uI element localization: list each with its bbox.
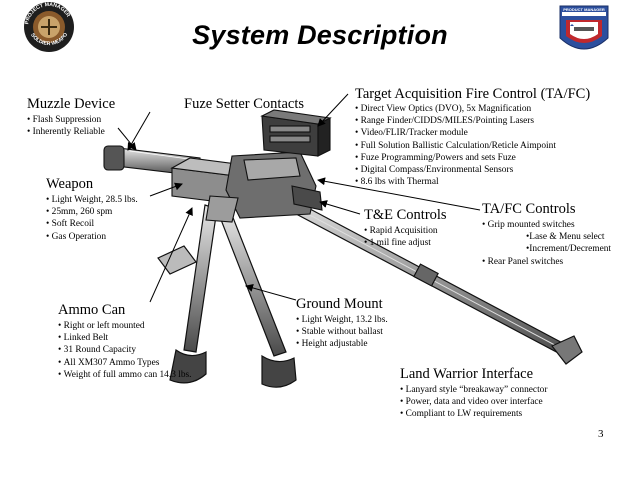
list-subitem: Lase & Menu select [482, 231, 611, 243]
list-item: Fuze Programming/Powers and sets Fuze [355, 152, 590, 164]
list-item: Grip mounted switches [482, 219, 611, 231]
ground-mount-heading: Ground Mount [296, 296, 383, 312]
list-item: Height adjustable [296, 338, 388, 350]
ammo-can-callout: Ammo Can Right or left mounted Linked Be… [58, 302, 192, 381]
tafc-callout: Target Acquisition Fire Control (TA/FC) … [355, 86, 590, 188]
weapon-list: Light Weight, 28.5 lbs. 25mm, 260 spm So… [46, 194, 138, 243]
muzzle-device-heading: Muzzle Device [27, 96, 116, 112]
list-item: Light Weight, 13.2 lbs. [296, 314, 388, 326]
land-warrior-list: Lanyard style “breakaway” connector Powe… [400, 384, 548, 421]
crew-served-weapons-logo: PRODUCT MANAGER [559, 5, 609, 50]
svg-text:PRODUCT MANAGER: PRODUCT MANAGER [563, 7, 605, 12]
te-controls-heading: T&E Controls [364, 207, 447, 223]
arrow-fuze-setter [127, 111, 151, 151]
list-item: Direct View Optics (DVO), 5x Magnificati… [355, 103, 590, 115]
arrow-tafc [317, 93, 349, 127]
tafc-controls-heading: TA/FC Controls [482, 201, 576, 217]
land-warrior-callout: Land Warrior Interface Lanyard style “br… [400, 366, 548, 421]
fuze-setter-heading: Fuze Setter Contacts [184, 96, 305, 112]
muzzle-device-list: Flash Suppression Inherently Reliable [27, 114, 115, 138]
list-item: Range Finder/CIDDS/MILES/Pointing Lasers [355, 115, 590, 127]
page-number: 3 [598, 428, 604, 440]
page-title: System Description [192, 20, 448, 50]
arrow-te-controls [319, 200, 361, 215]
muzzle-device-callout: Muzzle Device Flash Suppression Inherent… [27, 96, 115, 138]
list-item: Rapid Acquisition [364, 225, 447, 237]
arrow-weapon [149, 182, 183, 197]
list-item: Right or left mounted [58, 320, 192, 332]
ammo-can-heading: Ammo Can [58, 302, 126, 318]
list-item: Full Solution Ballistic Calculation/Reti… [355, 140, 590, 152]
list-item: Weight of full ammo can 14.3 lbs. [58, 369, 192, 381]
tafc-controls-callout: TA/FC Controls Grip mounted switches Las… [482, 201, 611, 268]
land-warrior-heading: Land Warrior Interface [400, 366, 534, 382]
list-item: Flash Suppression [27, 114, 115, 126]
ammo-can-list: Right or left mounted Linked Belt 31 Rou… [58, 320, 192, 381]
tafc-controls-list: Grip mounted switches Lase & Menu select… [482, 219, 611, 268]
list-subitem: Increment/Decrement [482, 243, 611, 255]
arrow-tafc-controls [317, 177, 481, 211]
list-item: Soft Recoil [46, 218, 138, 230]
leader-arrows [117, 93, 481, 303]
list-item: Lanyard style “breakaway” connector [400, 384, 548, 396]
ground-mount-callout: Ground Mount Light Weight, 13.2 lbs. Sta… [296, 296, 388, 351]
list-item: Inherently Reliable [27, 126, 115, 138]
te-controls-list: Rapid Acquisition 1 mil fine adjust [364, 225, 447, 249]
list-item: 31 Round Capacity [58, 344, 192, 356]
tafc-list: Direct View Optics (DVO), 5x Magnificati… [355, 103, 590, 188]
arrow-ammo-can [149, 207, 193, 303]
list-item: Power, data and video over interface [400, 396, 548, 408]
list-item: Compliant to LW requirements [400, 408, 548, 420]
list-item: Light Weight, 28.5 lbs. [46, 194, 138, 206]
ground-mount-list: Light Weight, 13.2 lbs. Stable without b… [296, 314, 388, 351]
list-item: Digital Compass/Environmental Sensors [355, 164, 590, 176]
list-item: 25mm, 260 spm [46, 206, 138, 218]
arrow-ground-mount [245, 284, 297, 301]
weapon-heading: Weapon [46, 176, 94, 192]
list-item: Gas Operation [46, 231, 138, 243]
weapon-body [103, 109, 332, 223]
tafc-heading: Target Acquisition Fire Control (TA/FC) [355, 86, 591, 102]
list-item: 8.6 lbs with Thermal [355, 176, 590, 188]
list-item: Rear Panel switches [482, 256, 611, 268]
te-controls-callout: T&E Controls Rapid Acquisition 1 mil fin… [364, 207, 447, 249]
list-item: Linked Belt [58, 332, 192, 344]
list-item: Stable without ballast [296, 326, 388, 338]
list-item: Video/FLIR/Tracker module [355, 127, 590, 139]
weapon-callout: Weapon Light Weight, 28.5 lbs. 25mm, 260… [46, 176, 138, 243]
list-item: All XM307 Ammo Types [58, 357, 192, 369]
list-item: 1 mil fine adjust [364, 237, 447, 249]
